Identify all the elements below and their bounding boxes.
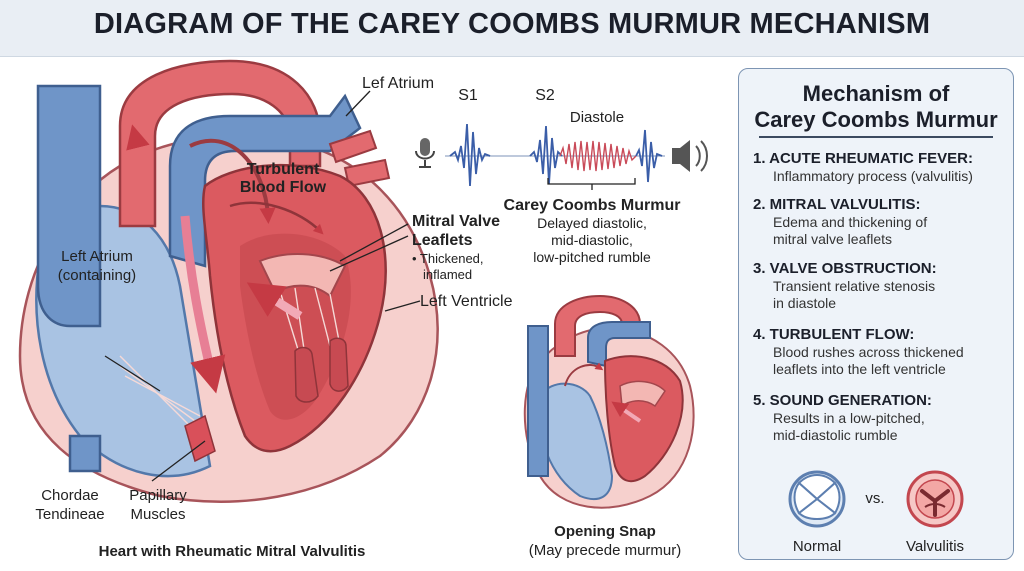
leader-lines [104, 90, 421, 482]
step-text: Results in a low-pitched, [773, 410, 925, 426]
small-heart-caption-2: (May precede murmur) [529, 542, 682, 559]
main-heart-caption: Heart with Rheumatic Mitral Valvulitis [99, 543, 366, 560]
s2-spike [529, 125, 563, 185]
compare-vs: vs. [865, 490, 884, 507]
step-heading: 5. SOUND GENERATION: [753, 392, 932, 409]
step-text: Edema and thickening of [773, 214, 928, 230]
step-text: Blood rushes across thickened [773, 344, 964, 360]
murmur-desc-1: Delayed diastolic, [537, 215, 647, 231]
murmur-desc-2: mid-diastolic, [551, 232, 633, 248]
murmur-desc-3: low-pitched rumble [533, 249, 651, 265]
title-bar: DIAGRAM OF THE CAREY COOMBS MURMUR MECHA… [0, 0, 1024, 57]
waveform-section [415, 123, 708, 190]
small-heart-caption-1: Opening Snap [554, 523, 656, 540]
label-chordae-1: Chordae [41, 487, 99, 504]
flow-arrow-curve [189, 138, 276, 224]
step-heading: 4. TURBULENT FLOW: [753, 326, 915, 343]
compare-normal: Normal [793, 538, 841, 555]
flow-arrow-up [126, 124, 153, 197]
pulmonary-artery [168, 93, 362, 268]
small-heart-blue-chamber [538, 382, 614, 501]
label-turbulent-1: Turbulent [247, 161, 320, 178]
page-title: DIAGRAM OF THE CAREY COOMBS MURMUR MECHA… [93, 8, 931, 40]
step-heading: 3. VALVE OBSTRUCTION: [753, 260, 937, 277]
step-heading: 2. MITRAL VALVULITIS: [753, 196, 921, 213]
step-3: 3. VALVE OBSTRUCTION: Transient relative… [753, 259, 1003, 312]
small-heart-pulmonary [587, 321, 651, 368]
panel-divider [759, 136, 993, 138]
murmur-rumble [559, 140, 637, 172]
label-left-atrium-1: Left Atrium [61, 248, 133, 265]
label-left-ventricle: Left Ventricle [420, 293, 513, 310]
murmur-title: Carey Coombs Murmur [504, 197, 681, 214]
normal-valve-icon [788, 470, 846, 528]
label-left-atrium-2: (containing) [58, 267, 136, 284]
pulmonary-vein-1 [328, 129, 378, 164]
label-s2: S2 [535, 87, 555, 104]
step-2: 2. MITRAL VALVULITIS: Edema and thickeni… [753, 195, 1003, 248]
label-papillary-2: Muscles [130, 506, 185, 523]
step-text: Inflammatory process (valvulitis) [773, 168, 973, 184]
panel-title: Mechanism of Carey Coombs Murmur [739, 81, 1013, 133]
label-mitral-note-1: • Thickened, [412, 251, 484, 266]
step-4: 4. TURBULENT FLOW: Blood rushes across t… [753, 325, 1003, 378]
step-text: mitral valve leaflets [773, 231, 893, 247]
vena-cava [36, 84, 102, 328]
small-heart-illustration [523, 294, 695, 509]
label-mitral-note-2: inflamed [423, 267, 472, 282]
microphone-icon [415, 138, 435, 168]
label-papillary-1: Papillary [129, 487, 187, 504]
step-text: mid-diastolic rumble [773, 427, 898, 443]
step-text: in diastole [773, 295, 837, 311]
label-mitral-1: Mitral Valve [412, 213, 500, 230]
label-chordae-2: Tendineae [35, 506, 104, 523]
s1-next-spike [635, 129, 663, 183]
inferior-vena-cava [68, 434, 102, 473]
small-heart-arrow-2 [564, 362, 604, 387]
step-5: 5. SOUND GENERATION: Results in a low-pi… [753, 391, 1003, 444]
papillary-muscle-2 [329, 337, 349, 392]
s1-spike [449, 123, 491, 187]
flow-arrow-lv [246, 282, 303, 320]
small-heart-vena-cava [527, 325, 549, 477]
compare-valvulitis: Valvulitis [906, 538, 964, 555]
step-1: 1. ACUTE RHEUMATIC FEVER: Inflammatory p… [753, 149, 1003, 185]
step-heading: 1. ACUTE RHEUMATIC FEVER: [753, 150, 974, 167]
small-heart-arrow-1 [611, 401, 642, 423]
main-heart-illustration [18, 59, 439, 503]
panel-title-2: Carey Coombs Murmur [754, 107, 998, 132]
speaker-icon [672, 140, 708, 172]
flow-arrow-down [180, 215, 226, 394]
diagram-canvas: Lef Atrium Turbulent Blood Flow Mitral V… [18, 59, 708, 560]
papillary-muscle-1 [294, 346, 319, 403]
label-s1: S1 [458, 87, 478, 104]
mechanism-panel: Mechanism of Carey Coombs Murmur 1. ACUT… [738, 68, 1014, 560]
step-text: leaflets into the left ventricle [773, 361, 946, 377]
chordae-tendineae-lines [119, 287, 341, 427]
panel-title-1: Mechanism of [802, 81, 950, 106]
label-diastole: Diastole [570, 109, 624, 126]
label-left-atrium-top: Lef Atrium [362, 75, 434, 92]
valve-comparison: vs. Normal Valvulitis [788, 470, 964, 555]
diastole-bracket [547, 178, 636, 190]
label-mitral-2: Leaflets [412, 232, 473, 249]
label-turbulent-2: Blood Flow [240, 179, 327, 196]
turbulent-flow-arrows [229, 201, 324, 235]
valvulitis-valve-icon [906, 470, 964, 528]
step-text: Transient relative stenosis [773, 278, 936, 294]
